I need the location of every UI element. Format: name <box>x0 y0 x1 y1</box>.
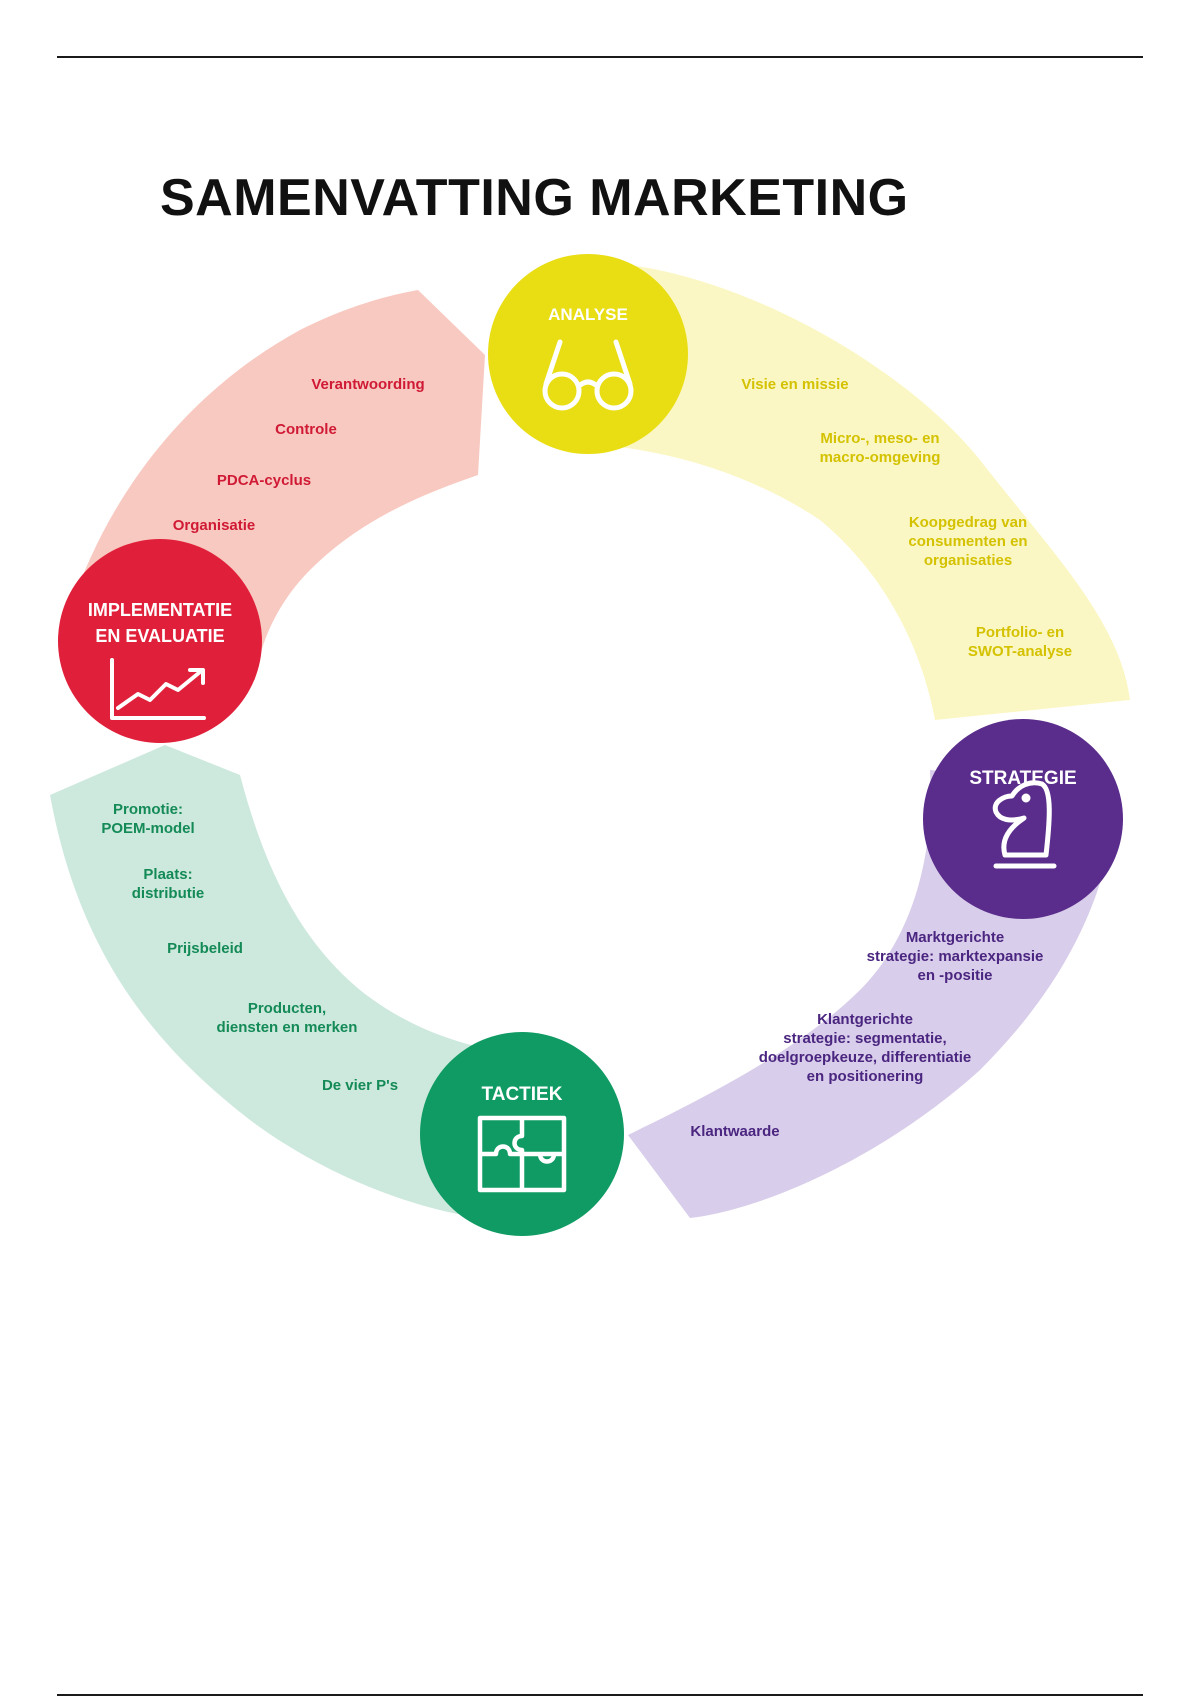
glasses-icon <box>542 339 634 411</box>
text-line: STRATEGIE <box>969 768 1076 789</box>
strategie-hub-title: STRATEGIE <box>969 768 1076 789</box>
label-line: PDCA-cyclus <box>217 472 311 489</box>
text-line: ANALYSE <box>548 305 628 324</box>
tactiek-band <box>50 745 530 1222</box>
label-line: Koopgedrag van <box>909 514 1027 531</box>
promotie-label: Promotie: POEM-model <box>101 801 194 837</box>
analyse-hub <box>488 254 688 454</box>
portfolio-swot-label: Portfolio- en SWOT-analyse <box>968 624 1072 660</box>
bottom-rule <box>57 1694 1143 1696</box>
label-line: Promotie: <box>113 801 183 818</box>
verantwoording-label: Verantwoording <box>311 376 424 393</box>
label-line: doelgroepkeuze, differentiatie <box>759 1049 972 1066</box>
label-line: consumenten en <box>908 533 1027 550</box>
text-line: IMPLEMENTATIE <box>88 600 232 620</box>
label-line: Micro-, meso- en <box>820 430 939 447</box>
label-line: strategie: segmentatie, <box>783 1030 946 1047</box>
strategie-labels: Marktgerichte strategie: marktexpansie en … <box>690 929 1043 1140</box>
top-rule <box>57 56 1143 58</box>
klantwaarde-label: Klantwaarde <box>690 1123 779 1140</box>
label-line: Prijsbeleid <box>167 940 243 957</box>
plaats-label: Plaats: distributie <box>132 866 205 902</box>
label-line: Visie en missie <box>741 376 848 393</box>
puzzle-icon <box>477 1115 567 1193</box>
label-line: Portfolio- en <box>976 624 1064 641</box>
label-line: Producten, <box>248 1000 326 1017</box>
label-line: Verantwoording <box>311 376 424 393</box>
label-line: diensten en merken <box>217 1019 358 1036</box>
label-line: Klantgerichte <box>817 1011 913 1028</box>
omgeving-label: Micro-, meso- en macro-omgeving <box>820 430 941 466</box>
label-line: organisaties <box>924 552 1012 569</box>
label-line: en positionering <box>807 1068 924 1085</box>
analyse-band <box>588 262 1130 720</box>
visie-en-missie-label: Visie en missie <box>741 376 848 393</box>
label-line: Plaats: <box>143 866 192 883</box>
page-title: SAMENVATTING MARKETING <box>160 169 909 227</box>
label-line: Marktgerichte <box>906 929 1004 946</box>
label-line: distributie <box>132 885 205 902</box>
label-line: De vier P's <box>322 1077 398 1094</box>
chess-knight-icon <box>992 780 1057 869</box>
prijsbeleid-label: Prijsbeleid <box>167 940 243 957</box>
label-line: Controle <box>275 421 337 438</box>
analyse-hub-title: ANALYSE <box>548 305 628 324</box>
klantgerichte-strategie-label: Klantgerichte strategie: segmentatie, doel… <box>759 1011 972 1085</box>
controle-label: Controle <box>275 421 337 438</box>
text-line: TACTIEK <box>482 1084 563 1105</box>
text-line: EN EVALUATIE <box>95 626 224 646</box>
producten-label: Producten, diensten en merken <box>217 1000 358 1036</box>
label-line: SWOT-analyse <box>968 643 1072 660</box>
vier-ps-label: De vier P's <box>322 1077 398 1094</box>
organisatie-label: Organisatie <box>173 517 256 534</box>
koopgedrag-label: Koopgedrag van consumenten en organisaties <box>908 514 1027 569</box>
label-line: en -positie <box>917 967 992 984</box>
label-line: Organisatie <box>173 517 256 534</box>
implementatie-hub-title: IMPLEMENTATIE EN EVALUATIE <box>88 600 232 646</box>
label-line: POEM-model <box>101 820 194 837</box>
implementatie-hub <box>58 539 262 743</box>
pdca-cyclus-label: PDCA-cyclus <box>217 472 311 489</box>
label-line: macro-omgeving <box>820 449 941 466</box>
rising-chart-icon <box>110 658 206 720</box>
label-line: Klantwaarde <box>690 1123 779 1140</box>
implementatie-labels: VerantwoordingControlePDCA-cyclusOrganis… <box>173 376 425 534</box>
marktgerichte-strategie-label: Marktgerichte strategie: marktexpansie en … <box>867 929 1044 984</box>
label-line: strategie: marktexpansie <box>867 948 1044 965</box>
tactiek-hub-title: TACTIEK <box>482 1084 563 1105</box>
